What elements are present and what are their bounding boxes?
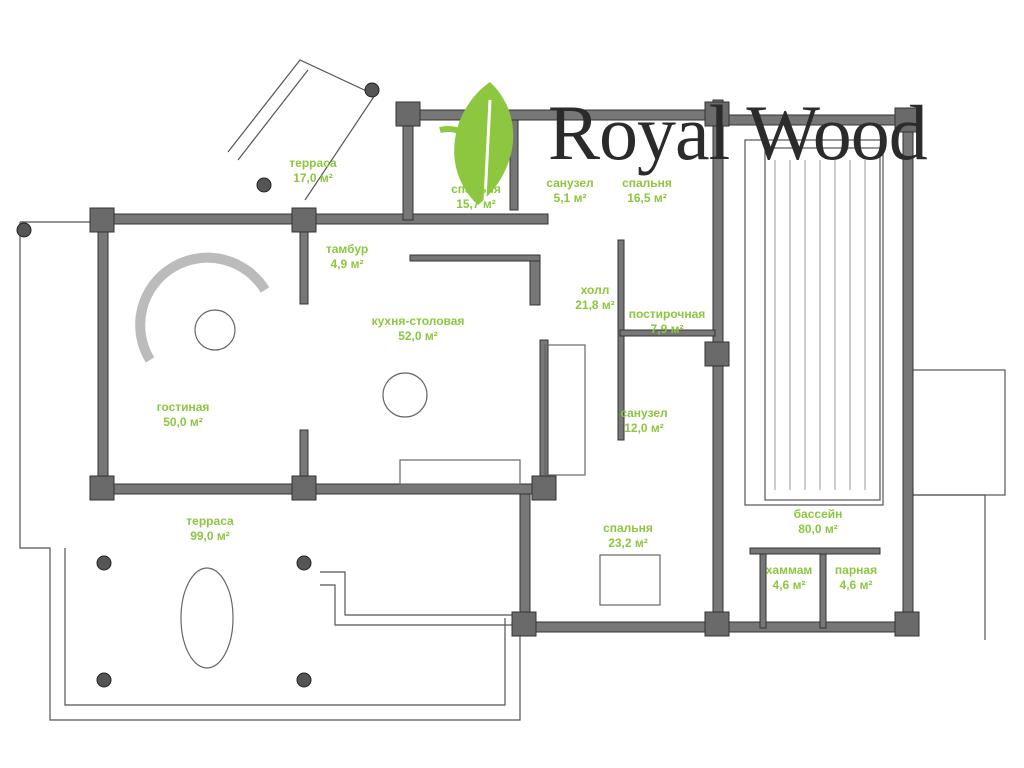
- terrace-columns: [16, 82, 380, 688]
- walls: [97, 99, 914, 633]
- pool-tiles: [774, 160, 866, 490]
- furniture: [135, 252, 661, 669]
- log-posts: [89, 101, 920, 637]
- logo-leaf-icon: [439, 82, 514, 205]
- terrace-outlines: [19, 59, 1006, 721]
- logo-text: Royal Wood: [548, 89, 928, 176]
